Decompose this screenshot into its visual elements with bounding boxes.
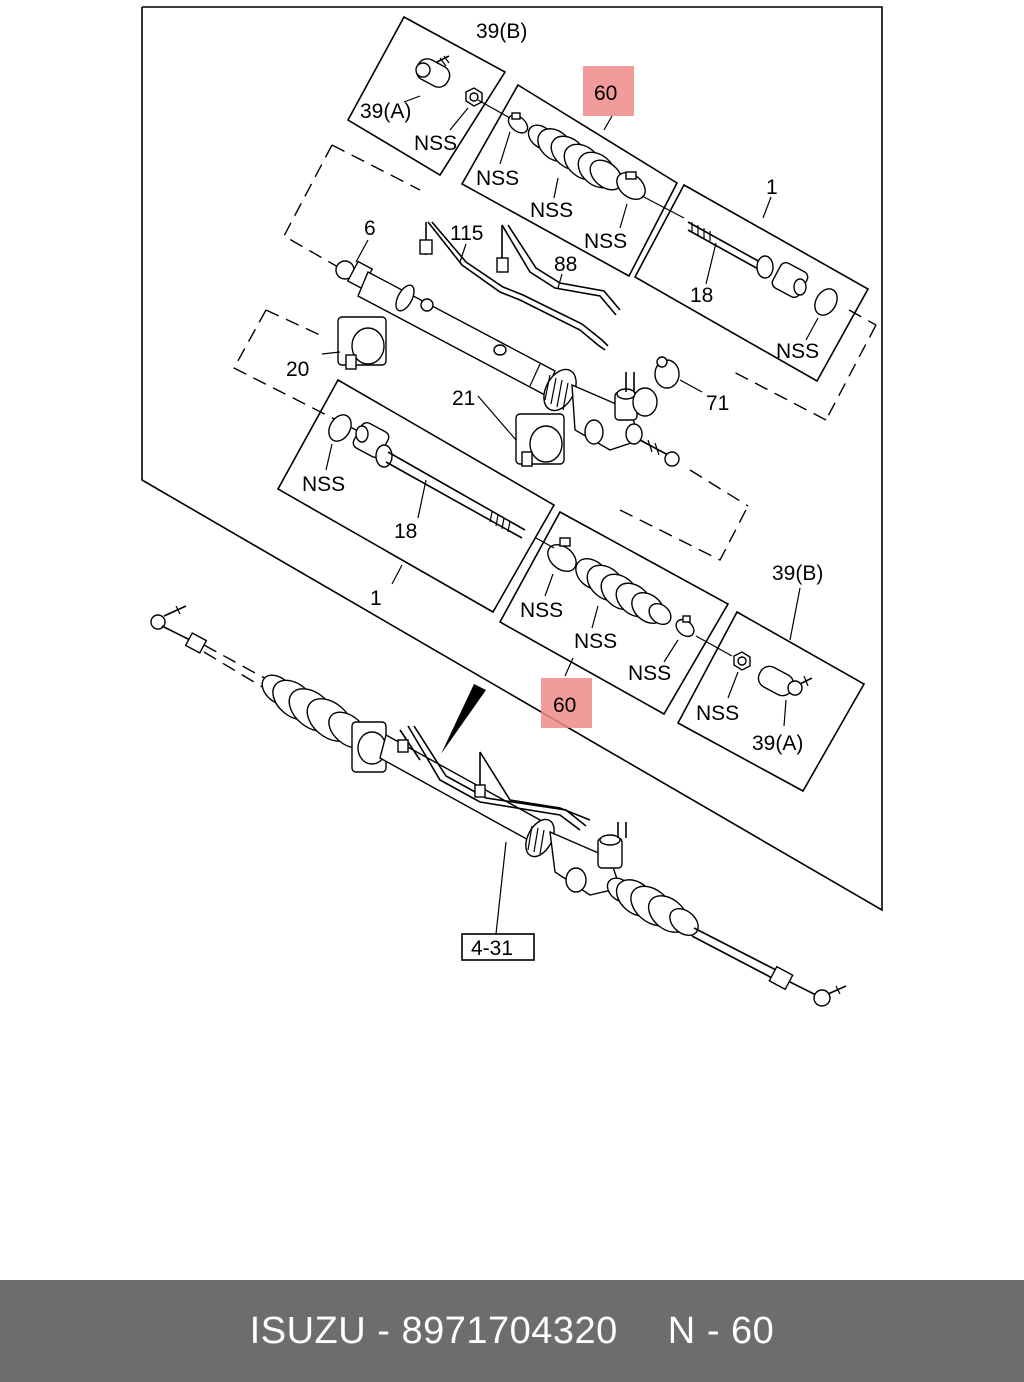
nut-bottom [733, 651, 751, 671]
callout-71: 71 [706, 392, 729, 415]
callout-nss-clamp-top-right: NSS [584, 230, 627, 253]
callout-39b-top: 39(B) [476, 20, 527, 43]
callout-nss-clamp-bottom-right: NSS [628, 662, 671, 685]
callout-39a-top: 39(A) [360, 100, 411, 123]
boot-top [527, 124, 623, 191]
mount-bushing-20 [233, 309, 387, 433]
callout-nss-clamp-bottom-left: NSS [520, 599, 563, 622]
callout-nss-clamp-top-left: NSS [476, 167, 519, 190]
ref-box-label: 4-31 [471, 937, 513, 960]
ref-box [461, 933, 535, 961]
highlight-60-top [583, 66, 634, 116]
clamp-bottom-left [547, 537, 577, 572]
group-box-39-bottom [676, 610, 866, 793]
callout-nss-nut-bottom: NSS [696, 702, 739, 725]
steering-rack-exploded-diagram: 39(B) 39(A) NSS 60 NSS NSS NSS 1 18 NSS … [141, 6, 883, 1007]
pointer-arrow [441, 684, 486, 754]
mount-bushing-21 [515, 413, 565, 467]
footer-separator-2: - [706, 1309, 720, 1352]
cap-71 [654, 356, 680, 389]
callout-nss-ring-bottom: NSS [302, 473, 345, 496]
clamp-bottom-right [675, 615, 695, 638]
callout-18-bottom: 18 [394, 520, 417, 543]
footer-ref: 60 [731, 1309, 775, 1352]
group-box-39-top [346, 15, 507, 177]
footer-bar: ISUZU - 8971704320 N - 60 [0, 1280, 1024, 1382]
group-box-60-top [460, 83, 679, 278]
callout-39b-bottom: 39(B) [772, 562, 823, 585]
footer-separator: - [377, 1309, 391, 1352]
clamp-top-right [616, 171, 646, 200]
inner-tie-rod-bottom [352, 422, 526, 539]
callout-20: 20 [286, 358, 309, 381]
main-frame [141, 6, 883, 912]
clamp-top-left [507, 112, 529, 134]
rack-housing [283, 144, 749, 561]
callout-nss-ring-top: NSS [776, 340, 819, 363]
callout-39a-bottom: 39(A) [752, 732, 803, 755]
callout-1-bottom: 1 [370, 587, 382, 610]
ring-bottom [328, 414, 352, 442]
footer-part-number: 8971704320 [401, 1309, 618, 1352]
callout-18-top: 18 [690, 284, 713, 307]
inner-tie-rod-top [687, 221, 809, 298]
callout-nss-nut-top: NSS [414, 132, 457, 155]
callout-6: 6 [364, 217, 376, 240]
boot-bottom [575, 558, 672, 626]
tie-rod-end-top [415, 55, 451, 88]
footer-section: N [667, 1309, 696, 1352]
tie-rod-end-bottom [757, 665, 813, 697]
callout-60-top: 60 [594, 82, 617, 105]
callout-nss-boot-top: NSS [530, 199, 573, 222]
highlight-60-bottom [541, 678, 592, 728]
callout-1-top: 1 [766, 176, 778, 199]
assembled-rack [150, 605, 847, 1007]
callout-115: 115 [450, 222, 483, 245]
group-box-1-bottom [276, 378, 556, 614]
group-box-1-top [633, 183, 870, 383]
callout-21: 21 [452, 387, 475, 410]
callout-nss-boot-bottom: NSS [574, 630, 617, 653]
callout-60-bottom: 60 [553, 694, 576, 717]
pipe-115 [419, 221, 609, 351]
nut-top [465, 87, 483, 107]
callout-88: 88 [554, 253, 577, 276]
ring-top [814, 288, 838, 316]
group-box-60-bottom [498, 510, 730, 716]
footer-brand: ISUZU [249, 1309, 367, 1352]
